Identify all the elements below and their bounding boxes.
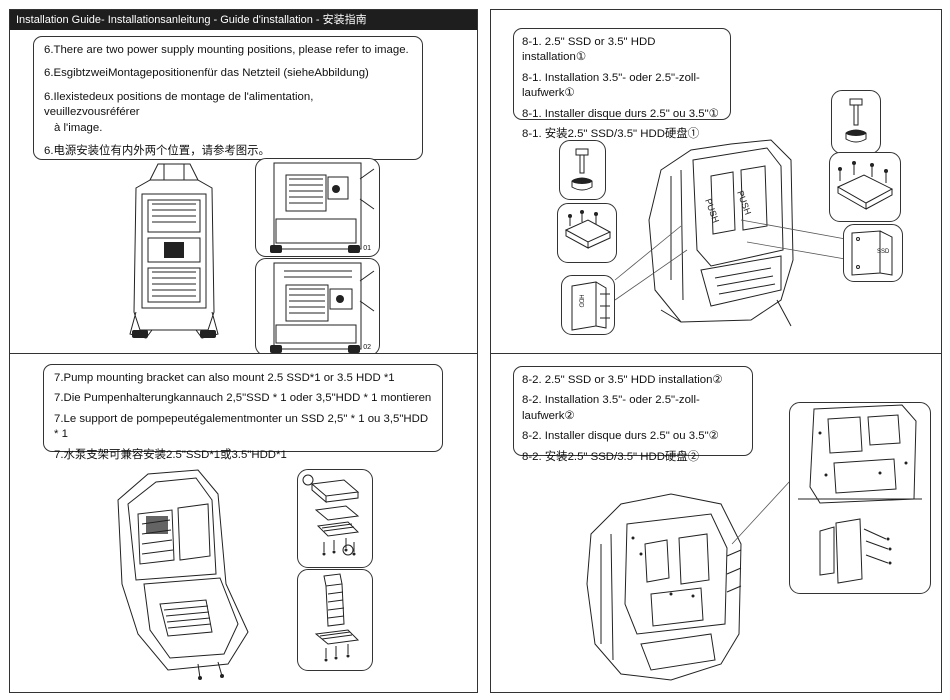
- ssd-tray-inset: [557, 203, 617, 263]
- step-8-2-text-de: 8-2. Installation 3.5"- oder 2.5"-zoll-l…: [522, 394, 700, 422]
- step-7-text-en: 7.Pump mounting bracket can also mount 2…: [54, 372, 395, 384]
- rear-panel-drive-illustration: [798, 404, 922, 584]
- step-6-text-zh: 6.电源安装位有内外两个位置，请参考图示。: [44, 144, 270, 157]
- inset-01-label: 01: [363, 245, 371, 252]
- hdd-bracket-illustration: [571, 281, 610, 331]
- ssd-tray-illustration: [564, 210, 612, 249]
- step-8-2-text-fr: 8-2. Installer disque durs 2.5" ou 3.5"②: [522, 430, 719, 443]
- hdd-tray-inset: [829, 152, 901, 222]
- step-6-text-de: 6.EsgibtzweiMontagepositionenfür das Net…: [44, 67, 369, 80]
- guide-header: Installation Guide- Installationsanleitu…: [10, 10, 477, 30]
- psu-position-02-inset: 02: [255, 258, 380, 355]
- step-8-1-text-zh: 8-1. 安装2.5" SSD/3.5" HDD硬盘①: [522, 127, 700, 140]
- step-8-1-text-fr: 8-1. Installer disque durs 2.5" ou 3.5"①: [522, 107, 719, 120]
- pump-bracket-pump-inset: [297, 569, 373, 671]
- step-6-text-fr: 6.Ilexistedeux positions de montage de l…: [44, 90, 314, 119]
- ssd-bracket-illustration: [851, 230, 893, 276]
- psu-position-01-illustration: [270, 162, 375, 253]
- psu-position-01-inset: 01: [255, 158, 380, 257]
- step-7-text-de: 7.Die Pumpenhalterungkannauch 2,5"SSD * …: [54, 392, 432, 405]
- hdd-label-left: HDD: [577, 294, 584, 308]
- step-8-1-text-en: 8-1. 2.5" SSD or 3.5" HDD installation①: [522, 36, 656, 64]
- pump-bracket-ssd-inset: [297, 469, 373, 568]
- step-6-textbox: 6.There are two power supply mounting po…: [33, 36, 423, 160]
- case-side-panel-illustration: PUSH PUSH: [648, 139, 794, 327]
- step-7-panel: 7.Pump mounting bracket can also mount 2…: [9, 353, 478, 693]
- inset-02-label: 02: [363, 344, 371, 351]
- ssd-label-right: SSD: [877, 249, 890, 255]
- step-8-1-textbox: 8-1. 2.5" SSD or 3.5" HDD installation① …: [513, 28, 731, 140]
- case-rear-panel-illustration: [586, 493, 742, 681]
- step-8-1-text-de: 8-1. Installation 3.5"- oder 2.5"-zoll-l…: [522, 71, 700, 100]
- step-8-2-text-en: 8-2. 2.5" SSD or 3.5" HDD installation②: [522, 374, 723, 386]
- step-6-panel: Installation Guide- Installationsanleitu…: [9, 9, 478, 356]
- step-8-1-panel: 8-1. 2.5" SSD or 3.5" HDD installation① …: [490, 9, 942, 356]
- ssd-mount-illustration: [302, 474, 360, 556]
- ssd-bracket-inset: SSD: [843, 224, 903, 282]
- step-7-text-zh: 7.水泵支架可兼容安装2.5"SSD*1或3.5"HDD*1: [54, 448, 287, 461]
- step-8-2-textbox: 8-2. 2.5" SSD or 3.5" HDD installation② …: [513, 366, 753, 463]
- screw-illustration-right: [845, 98, 867, 143]
- hdd-tray-illustration: [836, 161, 894, 210]
- pump-mount-illustration: [314, 573, 360, 662]
- hdd-screw-inset: [831, 90, 881, 154]
- case-front-illustration: [129, 163, 219, 339]
- callout-lines: [614, 219, 852, 301]
- step-6-text-en: 6.There are two power supply mounting po…: [44, 44, 409, 56]
- hdd-bracket-inset: HDD: [561, 275, 615, 335]
- step-8-2-panel: 8-2. 2.5" SSD or 3.5" HDD installation② …: [490, 353, 942, 693]
- step-7-textbox: 7.Pump mounting bracket can also mount 2…: [43, 364, 443, 461]
- step-6-text-fr-cont: à l'image.: [54, 121, 103, 134]
- screw-illustration: [571, 148, 593, 191]
- psu-position-02-illustration: [270, 262, 375, 353]
- step-7-text-fr: 7.Le support de pompepeutégalementmonter…: [54, 412, 429, 441]
- case-pump-bracket-illustration: [117, 469, 249, 680]
- rear-panel-drive-inset: [789, 402, 931, 594]
- step-8-2-text-zh: 8-2. 安装2.5" SSD/3.5" HDD硬盘②: [522, 450, 700, 463]
- ssd-screw-inset: [559, 140, 606, 200]
